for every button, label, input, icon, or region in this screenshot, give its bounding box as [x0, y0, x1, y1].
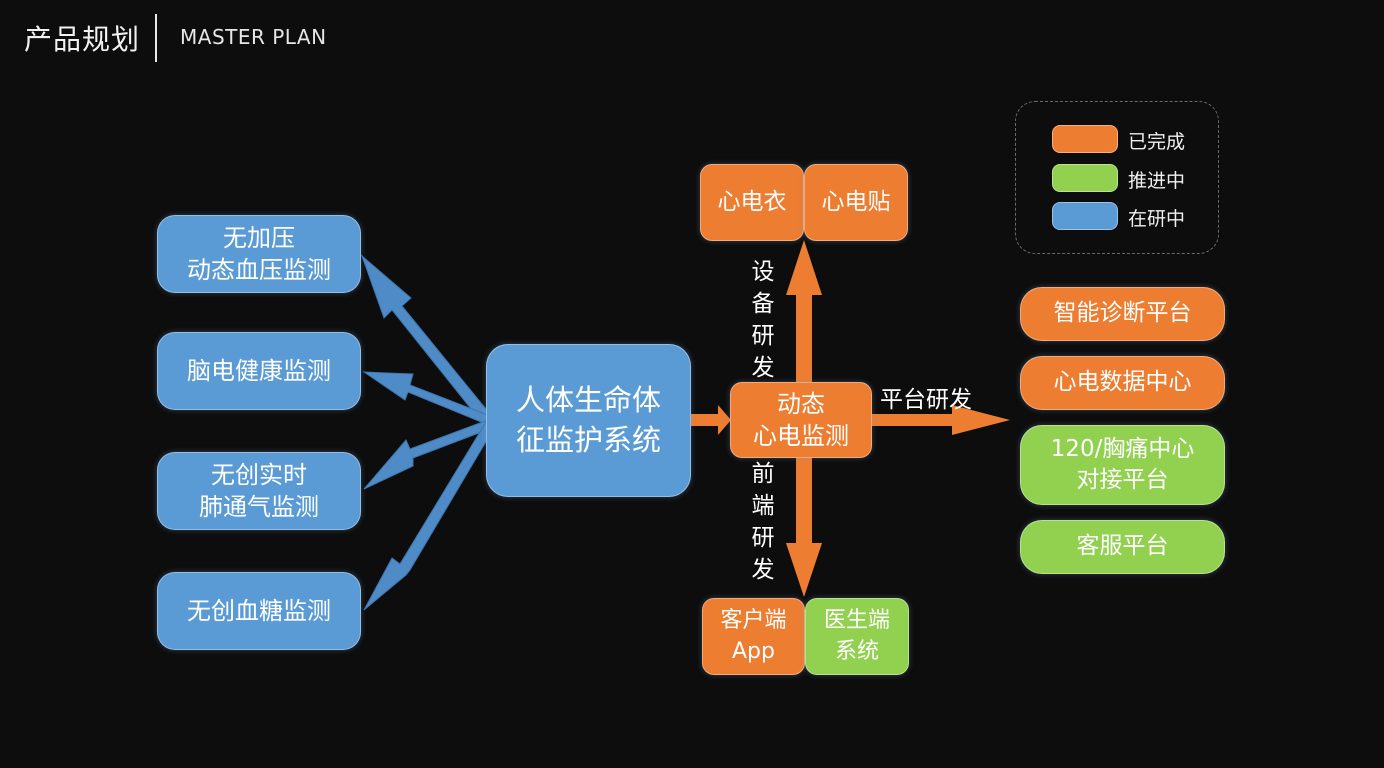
frontend-doctor-system: 医生端 系统 [805, 598, 909, 675]
arrow-hub-to-frontends [786, 457, 822, 597]
module-lung-ventilation: 无创实时 肺通气监测 [157, 452, 361, 530]
label-platform-rd: 平台研发 [880, 387, 972, 413]
device-ecg-shirt: 心电衣 [700, 164, 804, 241]
label-device-rd: 设 备 研 发 [751, 259, 775, 381]
module-blood-pressure: 无加压 动态血压监测 [157, 215, 361, 293]
platform-customer-service: 客服平台 [1020, 520, 1225, 574]
platform-smart-diagnosis: 智能诊断平台 [1020, 287, 1225, 341]
legend-swatch-researching [1052, 202, 1118, 230]
arrow-core-to-eeg [362, 371, 491, 425]
module-blood-glucose: 无创血糖监测 [157, 572, 361, 650]
arrow-core-to-glucose [363, 421, 495, 611]
title-divider [155, 14, 157, 62]
legend-label-in-progress: 推进中 [1128, 170, 1186, 192]
arrow-core-to-bp [360, 254, 491, 421]
module-eeg: 脑电健康监测 [157, 332, 361, 410]
arrow-hub-to-devices [786, 240, 822, 383]
legend-box [1015, 101, 1219, 254]
arrow-core-to-hub [691, 405, 731, 435]
legend-swatch-done [1052, 125, 1118, 153]
core-system: 人体生命体 征监护系统 [486, 344, 691, 497]
hub-ecg-monitoring: 动态 心电监测 [730, 382, 872, 458]
page-subtitle: MASTER PLAN [180, 25, 327, 49]
arrow-hub-to-platforms [871, 405, 1010, 435]
legend-label-researching: 在研中 [1128, 208, 1186, 230]
label-frontend-rd: 前 端 研 发 [751, 461, 775, 583]
frontend-client-app: 客户端 App [702, 598, 805, 675]
legend-swatch-in-progress [1052, 164, 1118, 192]
device-ecg-patch: 心电贴 [804, 164, 908, 241]
platform-120-chest-pain: 120/胸痛中心 对接平台 [1020, 425, 1225, 505]
platform-ecg-data-center: 心电数据中心 [1020, 356, 1225, 410]
page-title: 产品规划 [24, 23, 141, 56]
legend-label-done: 已完成 [1128, 131, 1186, 153]
